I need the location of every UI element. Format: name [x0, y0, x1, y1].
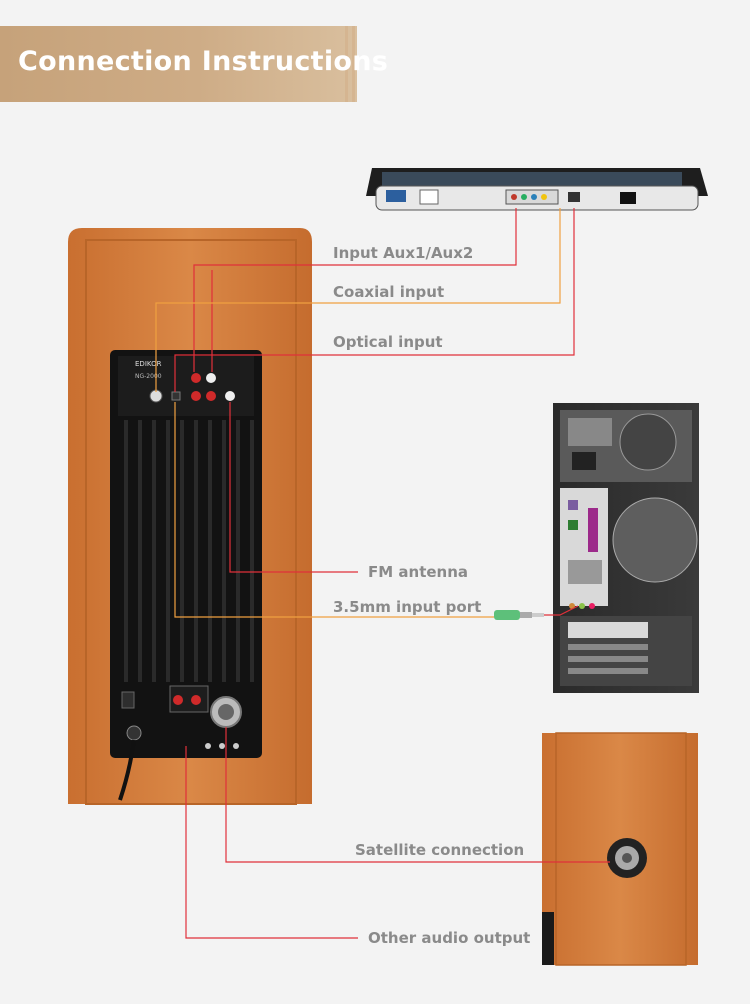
- label-optical-input: Optical input: [333, 333, 443, 351]
- pc-tower: [553, 403, 699, 693]
- banner-stripe: [345, 26, 348, 102]
- page-title: Connection Instructions: [18, 46, 389, 77]
- panel-brand: EDIKOR: [135, 360, 162, 368]
- label-satellite-connection: Satellite connection: [355, 841, 525, 859]
- dvd-player: [366, 168, 708, 211]
- connection-lines: [155, 208, 610, 939]
- banner-stripe: [352, 26, 355, 102]
- audio-plug: [494, 610, 544, 620]
- speaker-side-panel: [542, 732, 698, 966]
- label-fm-antenna: FM antenna: [368, 563, 469, 581]
- header-banner: [0, 26, 357, 102]
- label-aux-input: Input Aux1/Aux2: [333, 244, 474, 262]
- label-other-audio-output: Other audio output: [368, 929, 531, 947]
- label-35mm-port: 3.5mm input port: [333, 598, 482, 616]
- panel-model: NG-2000: [135, 373, 162, 380]
- label-coaxial-input: Coaxial input: [333, 283, 445, 301]
- amplifier-back-panel: EDIKOR NG-2000: [110, 350, 262, 801]
